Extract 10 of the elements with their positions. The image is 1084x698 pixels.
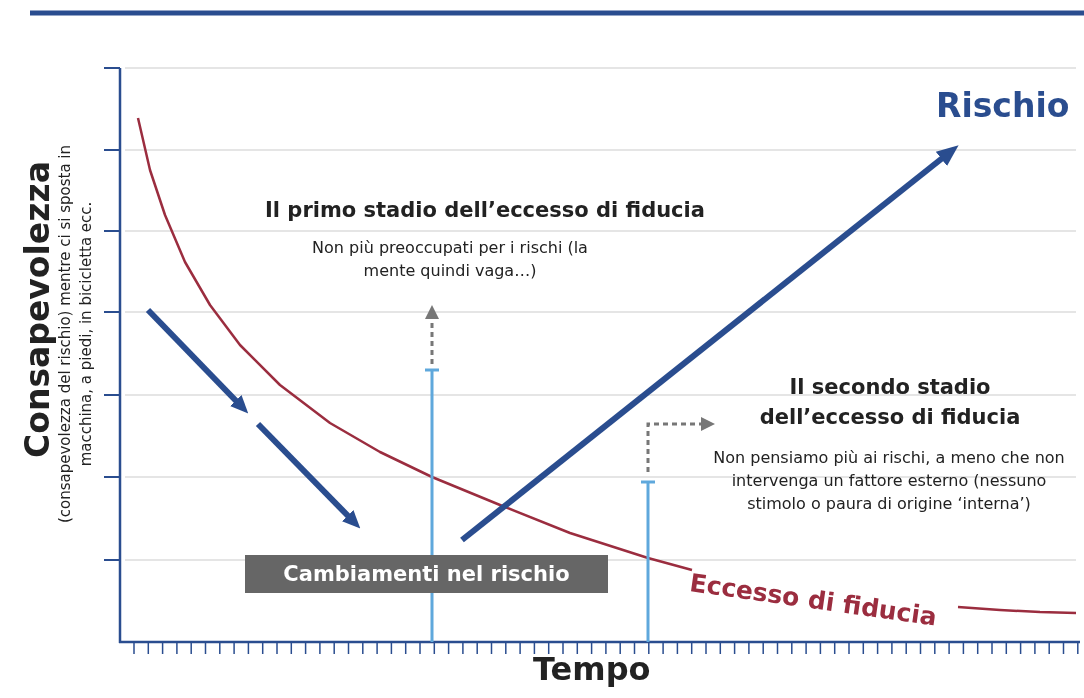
axis-title: Tempo [533,650,651,688]
stage-heading: Il primo stadio dell’eccesso di fiducia [264,198,706,222]
stage-heading: Il secondo stadio dell’eccesso di fiducia [758,374,1022,431]
stage-note: Non più preoccupati per i rischi (la mente quindi vaga…) [311,237,589,282]
curve-label: Eccesso di fiducia [688,568,939,632]
label-box: Cambiamenti nel rischio [245,555,608,593]
stage-note: Non pensiamo più ai rischi, a meno che non intervenga un fattore esterno (nessuno stimolo o paura di origine ‘interna’) [712,447,1066,515]
axis-subtitle: (consapevolezza del rischio) mentre ci si sposta in macchina, a piedi, in bicicletta ecc. [56,143,96,526]
axis-title: Consapevolezza [17,160,57,460]
line-label: Rischio [936,86,1070,125]
